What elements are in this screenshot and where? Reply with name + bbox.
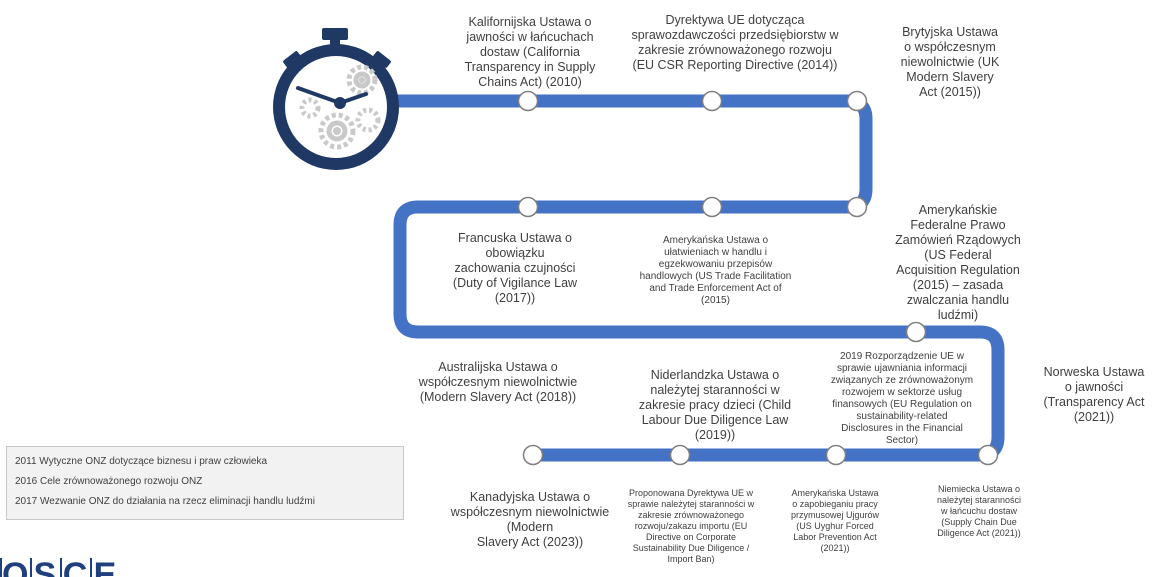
event-label-us-uyghur: Amerykańska Ustawa o zapobieganiu pracy … [790,488,880,553]
milestone-node [825,444,847,466]
event-label-eu-csddd: Proponowana Dyrektywa UE w sprawie należ… [627,488,755,564]
milestone-node [846,90,868,112]
logo-letter: O [0,558,30,577]
event-label-eu-csr: Dyrektywa UE dotycząca sprawozdawczości … [631,13,839,72]
milestone-node [517,196,539,218]
event-label-australia: Australijska Ustawa o współczesnym niewo… [418,360,578,404]
logo-letter: C [60,558,90,577]
stopwatch-with-gears-icon [273,28,399,170]
event-label-france-vigilance: Francuska Ustawa o obowiązku zachowania … [452,231,578,305]
event-label-netherlands: Niderlandzka Ustawa o należytej staranno… [638,368,792,442]
event-label-eu-sfdr: 2019 Rozporządzenie UE w sprawie ujawnia… [830,351,974,446]
milestone-node [905,321,927,343]
event-label-us-far: Amerykańskie Federalne Prawo Zamówień Rz… [895,203,1021,322]
logo-letter: E [90,558,120,577]
event-label-us-trade-facilitation: Amerykańska Ustawa o ułatwieniach w hand… [639,235,792,306]
milestone-nodes [517,90,999,466]
event-label-california: Kalifornijska Ustawa o jawności w łańcuc… [464,15,596,89]
milestone-node [846,196,868,218]
logo-letter: S [30,558,60,577]
milestone-node [517,90,539,112]
event-label-uk-modern-slavery: Brytyjska Ustawa o współczesnym niewolni… [900,25,1000,99]
event-label-canada: Kanadyjska Ustawa o współczesnym niewoln… [450,490,610,549]
un-item: 2011 Wytyczne ONZ dotyczące biznesu i pr… [15,456,268,467]
event-label-norway: Norweska Ustawa o jawności (Transparency… [1043,365,1145,424]
milestone-node [977,444,999,466]
un-item: 2016 Cele zrównoważonego rozwoju ONZ [15,476,203,487]
milestone-node [669,444,691,466]
milestone-node [701,196,723,218]
timeline-path [311,94,1005,462]
milestone-node [701,90,723,112]
milestone-node [522,444,544,466]
un-item: 2017 Wezwanie ONZ do działania na rzecz … [15,496,315,507]
event-label-germany: Niemiecka Ustawa o należytej staranności… [936,484,1022,538]
un-frameworks-box: 2011 Wytyczne ONZ dotyczące biznesu i pr… [6,446,404,520]
